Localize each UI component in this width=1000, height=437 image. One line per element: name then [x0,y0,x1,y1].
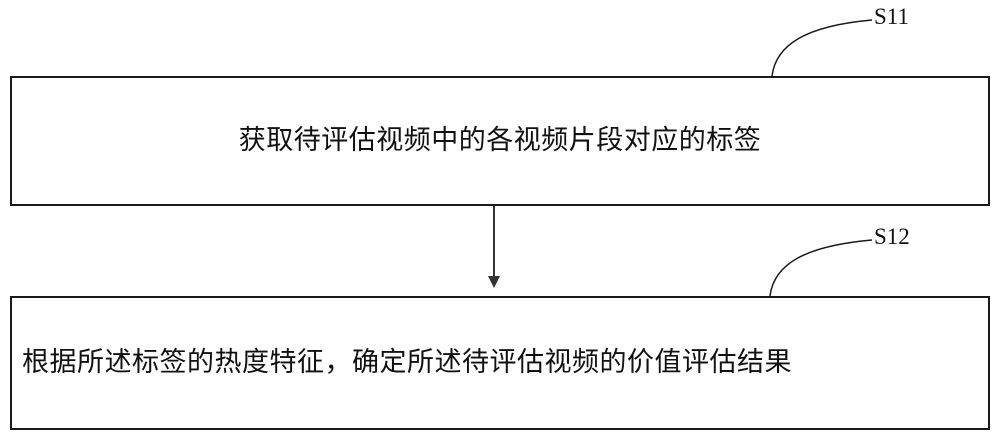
step-label-s11: S11 [874,4,909,29]
leader-line-s12 [769,239,873,297]
step-box-s11: 获取待评估视频中的各视频片段对应的标签 [10,76,990,206]
step-text-s11: 获取待评估视频中的各视频片段对应的标签 [238,125,762,156]
step-text-s12: 根据所述标签的热度特征，确定所述待评估视频的价值评估结果 [22,347,792,378]
step-label-s12: S12 [874,224,910,249]
leader-line-s11 [771,19,873,77]
step-box-s12: 根据所述标签的热度特征，确定所述待评估视频的价值评估结果 [10,296,990,430]
